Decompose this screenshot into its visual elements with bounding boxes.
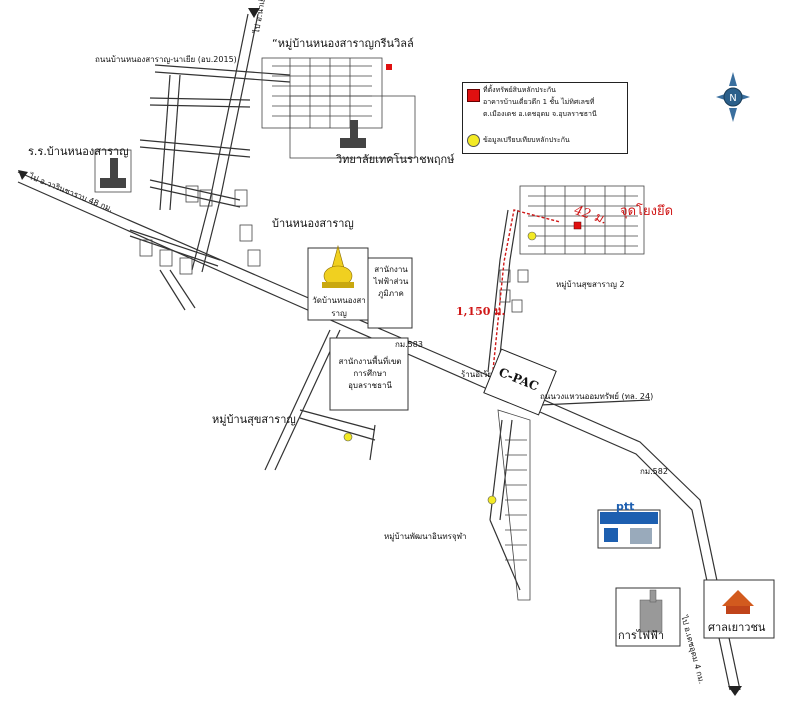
label-cpac: C-PAC — [496, 365, 541, 394]
label-village-suk-small: หมู่บ้านสุขสาราญ 2 — [556, 280, 625, 289]
arrow-head — [248, 8, 260, 18]
factory-icon — [639, 589, 663, 633]
legend-compare-swatch — [467, 134, 480, 147]
compare-marker — [527, 231, 537, 241]
pavilion-icon — [722, 590, 754, 614]
label-village-suk: หมู่บ้านสุขสาราญ — [212, 413, 296, 426]
arrow-head — [18, 170, 28, 180]
label-landmark: จุดโยงยึด — [620, 204, 674, 219]
label-temple: วัดบ้านหนองสาราญ — [312, 296, 366, 318]
route-line — [491, 209, 561, 381]
label-kanfaifa: การไฟฟ้า — [618, 629, 665, 642]
green-village-marker — [386, 64, 392, 70]
subject-marker — [573, 221, 582, 230]
label-edu-office: สานักงานพื้นที่เขตการศึกษาอุบลราชธานี — [338, 357, 402, 390]
label-village-nongsaran: บ้านหนองสาราญ — [272, 217, 354, 230]
label-pea: สานักงานไฟฟ้าส่วนภูมิภาค — [373, 265, 409, 298]
label-ptt: ptt — [616, 500, 635, 513]
legend-subject-line2: อาคารบ้านเดี่ยวตึก 1 ชั้น ไม่ทิศเลขที่ — [483, 98, 595, 106]
compare-marker — [343, 432, 353, 442]
housing-blocks — [94, 57, 645, 601]
label-college: วิทยาลัยเทคโนราชพฤกษ์ — [336, 153, 455, 166]
label-green-village: “หมู่บ้านหนองสาราญกรีนวิลล์ — [272, 37, 414, 50]
road-network — [17, 13, 741, 691]
parcels — [307, 247, 775, 647]
label-ring-road: ถนนวงแหวนออมทรัพย์ (ทล. 24) — [540, 392, 654, 401]
label-salayao: ศาลเยาวชน — [708, 621, 766, 634]
label-school: ร.ร.บ้านหนองสาราญ — [28, 145, 129, 158]
map-legend: ที่ตั้งทรัพย์สินหลักประกัน อาคารบ้านเดี่… — [462, 82, 628, 154]
compass-icon: N — [716, 72, 750, 122]
legend-subject-swatch — [467, 89, 480, 102]
label-distance-1150: 1,150 ม. — [456, 305, 506, 318]
legend-subject-line1: ที่ตั้งทรัพย์สินหลักประกัน — [483, 86, 556, 94]
school-icon — [100, 120, 366, 188]
arrow-head — [728, 686, 742, 696]
label-village-phanom: หมู่บ้านพัฒนาอินทรจุฬา — [384, 532, 467, 541]
label-shop: ร้านอีเว้ย — [461, 370, 492, 379]
compare-marker — [487, 495, 497, 505]
legend-compare-label: ข้อมูลเปรียบเทียบหลักประกัน — [483, 136, 570, 144]
label-road-nongsaran: ถนนบ้านหนองสาราญ-นาเยีย (อบ.2015) — [95, 55, 237, 64]
ptt-icon — [600, 512, 658, 544]
compass-letter: N — [729, 93, 736, 104]
legend-subject-line3: ต.เมืองเดช อ.เดชอุดม จ.อุบลราชธานี — [483, 110, 597, 118]
temple-icon — [322, 244, 354, 288]
label-km583: กม.583 — [395, 340, 423, 349]
label-km582: กม.582 — [640, 467, 668, 476]
